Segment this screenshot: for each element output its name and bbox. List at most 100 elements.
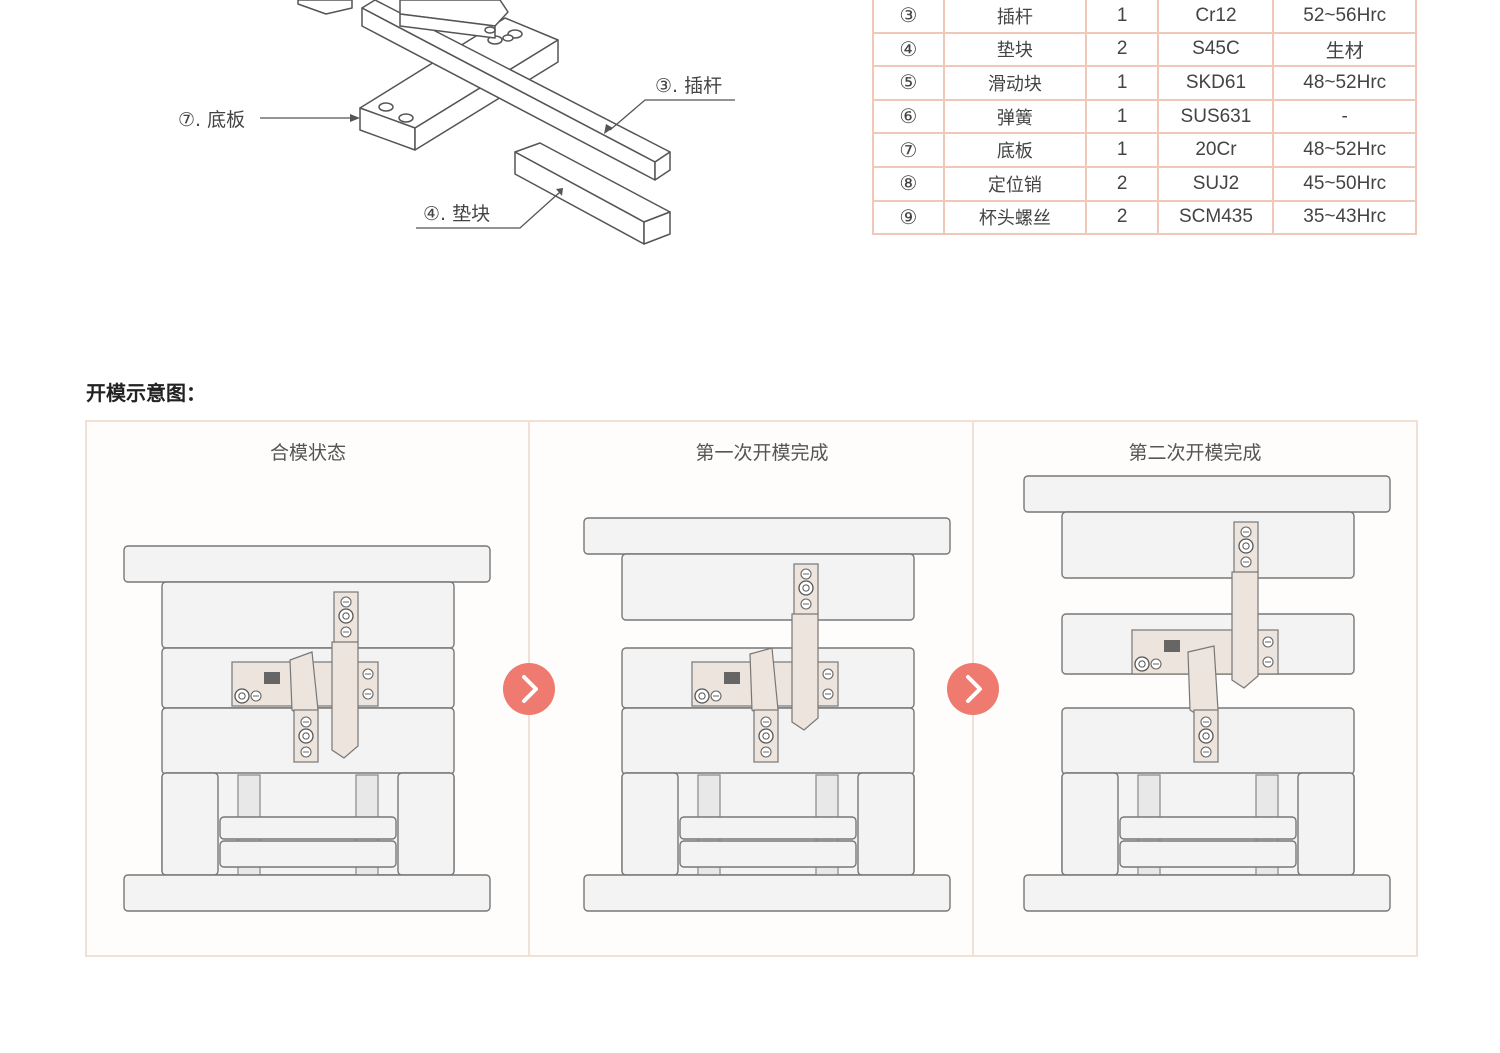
cavity-plate — [1061, 511, 1355, 579]
screw-socket — [802, 584, 810, 592]
bottom-clamp-plate — [123, 874, 491, 912]
insert-rod — [791, 613, 819, 731]
cavity-plate — [621, 553, 915, 621]
cell-no: ⑤ — [872, 65, 945, 101]
cell-no: ④ — [872, 31, 945, 68]
cell-name: 底板 — [942, 132, 1087, 168]
cell-qty: 2 — [1084, 199, 1160, 236]
screw-socket — [1242, 542, 1250, 550]
cell-name: 弹簧 — [942, 98, 1087, 135]
support-block-right — [1297, 772, 1355, 876]
next-step-arrow-1 — [503, 663, 555, 715]
support-block-right — [857, 772, 915, 876]
insert-rod — [1231, 571, 1259, 689]
exploded-parts-diagram: ③. 插杆 ⑦. 底板 ④. 垫块 — [178, 0, 735, 245]
cell-hardness: 52~56Hrc — [1272, 0, 1417, 34]
screw-head — [338, 608, 354, 624]
screw-head — [1198, 728, 1214, 744]
cell-name: 插杆 — [942, 0, 1087, 34]
cell-no: ⑧ — [872, 165, 945, 202]
cell-material: 20Cr — [1157, 132, 1275, 168]
mold-closed-illustration — [123, 545, 491, 912]
cell-qty: 1 — [1084, 0, 1160, 34]
cell-material: Cr12 — [1157, 0, 1275, 34]
cell-qty: 2 — [1084, 31, 1160, 68]
lower-mold-group — [1023, 772, 1391, 912]
chevron-right-icon — [522, 675, 538, 703]
cell-hardness: 48~52Hrc — [1272, 132, 1417, 168]
next-step-arrow-2 — [947, 663, 999, 715]
cell-material: SUJ2 — [1157, 165, 1275, 202]
cavity-plate — [161, 581, 455, 649]
cell-hardness: 45~50Hrc — [1272, 165, 1417, 202]
support-block-right — [397, 772, 455, 876]
cell-material: SUS631 — [1157, 98, 1275, 135]
mold-second-open-illustration — [1023, 475, 1391, 912]
screw-socket — [698, 692, 706, 700]
panel-label-closed: 合模状态 — [269, 442, 346, 464]
support-pillar-left — [1061, 772, 1119, 876]
screw-socket — [238, 692, 246, 700]
cell-qty: 1 — [1084, 98, 1160, 135]
cell-hardness: 35~43Hrc — [1272, 199, 1417, 236]
screw-head — [298, 728, 314, 744]
screw-head — [694, 688, 710, 704]
screw-head — [798, 580, 814, 596]
ejector-plate-upper — [1119, 816, 1297, 840]
cell-hardness: 生材 — [1272, 31, 1417, 68]
block-fragment — [297, 0, 353, 15]
cell-hardness: 48~52Hrc — [1272, 65, 1417, 101]
callout-insert-rod: ③. 插杆 — [655, 75, 722, 97]
cell-material: SKD61 — [1157, 65, 1275, 101]
bottom-clamp-plate — [1023, 874, 1391, 912]
spacer-block-leader — [416, 191, 561, 229]
screw-socket — [342, 612, 350, 620]
cell-no: ⑨ — [872, 199, 945, 236]
screw-socket — [1202, 732, 1210, 740]
screw-socket — [762, 732, 770, 740]
slide-block — [1187, 645, 1219, 721]
cell-qty: 1 — [1084, 132, 1160, 168]
ejector-plate-upper — [679, 816, 857, 840]
panel-label-first-open: 第一次开模完成 — [695, 442, 829, 464]
screw-head — [1134, 656, 1150, 672]
ejector-plate-lower — [219, 840, 397, 868]
cell-no: ③ — [872, 0, 945, 34]
cell-qty: 1 — [1084, 65, 1160, 101]
cell-hardness: - — [1272, 98, 1417, 135]
screw-socket — [1138, 660, 1146, 668]
screw-head — [1238, 538, 1254, 554]
cell-no: ⑦ — [872, 132, 945, 168]
screw-head — [234, 688, 250, 704]
ejector-plate-lower — [1119, 840, 1297, 868]
cell-no: ⑥ — [872, 98, 945, 135]
ejector-plate-upper — [219, 816, 397, 840]
bottom-clamp-plate — [583, 874, 951, 912]
cell-name: 杯头螺丝 — [942, 199, 1087, 236]
spring — [264, 672, 280, 684]
top-clamp-plate — [583, 517, 951, 555]
cell-material: S45C — [1157, 31, 1275, 68]
support-pillar-left — [621, 772, 679, 876]
cell-name: 定位销 — [942, 165, 1087, 202]
ejector-plate-lower — [679, 840, 857, 868]
top-clamp-plate — [123, 545, 491, 583]
lower-mold-group — [583, 772, 951, 912]
slide-block-part — [399, 0, 514, 42]
chevron-right-icon — [966, 675, 982, 703]
screw-socket — [302, 732, 310, 740]
panel-label-second-open: 第二次开模完成 — [1128, 442, 1262, 464]
spring — [724, 672, 740, 684]
spacer-block-part — [514, 142, 671, 245]
insert-rod-leader — [609, 99, 735, 131]
cell-material: SCM435 — [1157, 199, 1275, 236]
cell-name: 垫块 — [942, 31, 1087, 68]
section-title: 开模示意图： — [86, 381, 206, 405]
